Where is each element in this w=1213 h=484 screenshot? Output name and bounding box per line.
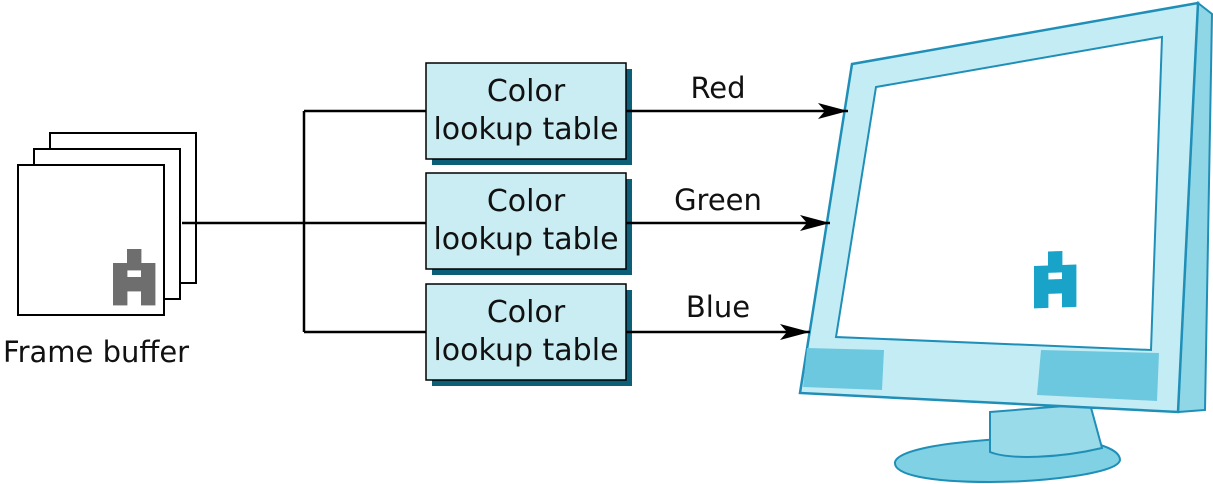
glyph-pixel: [1048, 286, 1056, 294]
glyph-pixel: [1062, 278, 1070, 287]
glyph-pixel: [134, 284, 142, 292]
glyph-pixel: [1069, 299, 1077, 308]
glyph-pixel: [1041, 279, 1049, 288]
glyph-pixel: [141, 291, 149, 299]
glyph-pixel: [141, 277, 149, 285]
lookup-table-2-box: [425, 172, 627, 270]
red-channel-label: Red: [690, 71, 745, 105]
lookup-table-3: Color lookup table: [425, 283, 632, 386]
glyph-pixel: [1055, 258, 1063, 266]
monitor-pixel-glyph-icon: [1034, 251, 1077, 309]
glyph-pixel: [113, 291, 121, 299]
lookup-table-1: Color lookup table: [425, 62, 632, 165]
glyph-pixel: [148, 277, 156, 285]
glyph-pixel: [1041, 300, 1049, 309]
glyph-pixel: [134, 249, 142, 257]
glyph-pixel: [1062, 292, 1070, 301]
monitor-screen: [834, 35, 1164, 352]
glyph-pixel: [148, 270, 156, 278]
glyph-pixel: [1048, 258, 1056, 266]
glyph-pixel: [1069, 292, 1077, 301]
glyph-pixel: [141, 270, 149, 278]
glyph-pixel: [1069, 271, 1077, 280]
green-channel-label: Green: [674, 183, 762, 217]
glyph-pixel: [120, 298, 128, 306]
glyph-pixel: [148, 291, 156, 299]
glyph-pixel: [1055, 286, 1063, 294]
frame-pixel-glyph-icon: [113, 249, 156, 306]
glyph-pixel: [113, 263, 121, 271]
glyph-pixel: [120, 284, 128, 292]
glyph-pixel: [141, 298, 149, 306]
lookup-table-1-line2: lookup table: [433, 112, 618, 147]
glyph-pixel: [1041, 265, 1049, 274]
glyph-pixel: [127, 284, 135, 292]
glyph-pixel: [113, 270, 121, 278]
monitor-panel-right: [1037, 350, 1159, 401]
frame-buffer-label: Frame buffer: [3, 335, 189, 369]
glyph-pixel: [120, 270, 128, 278]
glyph-pixel: [1055, 279, 1063, 287]
frame-buffer: [17, 132, 197, 316]
glyph-pixel: [134, 277, 142, 285]
glyph-pixel: [1034, 300, 1042, 309]
lookup-table-3-line1: Color: [487, 295, 566, 330]
glyph-pixel: [1069, 278, 1077, 287]
glyph-pixel: [120, 291, 128, 299]
glyph-pixel: [1048, 265, 1056, 273]
glyph-pixel: [1034, 272, 1042, 281]
lookup-table-2: Color lookup table: [425, 172, 632, 275]
lookup-table-2-line2: lookup table: [433, 222, 618, 257]
glyph-pixel: [1062, 264, 1070, 273]
glyph-pixel: [1048, 279, 1056, 287]
glyph-pixel: [1055, 251, 1063, 259]
blue-channel-label: Blue: [686, 290, 750, 324]
glyph-pixel: [1062, 271, 1070, 280]
glyph-pixel: [127, 256, 135, 264]
glyph-pixel: [120, 263, 128, 271]
glyph-pixel: [141, 263, 149, 271]
glyph-pixel: [148, 298, 156, 306]
glyph-pixel: [134, 256, 142, 264]
glyph-pixel: [1041, 293, 1049, 302]
glyph-pixel: [113, 284, 121, 292]
lookup-table-1-box: [425, 62, 627, 160]
glyph-pixel: [1048, 251, 1056, 259]
output-arrows: [626, 103, 848, 340]
glyph-pixel: [127, 249, 135, 257]
glyph-pixel: [1034, 286, 1042, 295]
glyph-pixel: [148, 263, 156, 271]
connection-lines: [182, 109, 426, 334]
glyph-pixel: [1041, 286, 1049, 295]
glyph-pixel: [1055, 265, 1063, 273]
monitor: [798, 1, 1213, 484]
glyph-pixel: [1062, 285, 1070, 294]
glyph-pixel: [120, 277, 128, 285]
glyph-pixel: [1034, 279, 1042, 288]
glyph-pixel: [1069, 285, 1077, 294]
monitor-panel-left: [803, 348, 884, 390]
glyph-pixel: [134, 263, 142, 271]
glyph-pixel: [1034, 265, 1042, 274]
glyph-pixel: [148, 284, 156, 292]
monitor-stand-neck: [989, 402, 1104, 458]
lookup-table-2-line1: Color: [487, 184, 566, 219]
glyph-pixel: [1069, 264, 1077, 273]
glyph-pixel: [1041, 272, 1049, 281]
lookup-table-1-line1: Color: [487, 74, 566, 109]
glyph-pixel: [1062, 299, 1070, 308]
glyph-pixel: [113, 277, 121, 285]
glyph-pixel: [127, 277, 135, 285]
glyph-pixel: [141, 284, 149, 292]
glyph-pixel: [113, 298, 121, 306]
glyph-pixel: [127, 263, 135, 271]
lookup-table-3-line2: lookup table: [433, 333, 618, 368]
glyph-pixel: [1034, 293, 1042, 302]
